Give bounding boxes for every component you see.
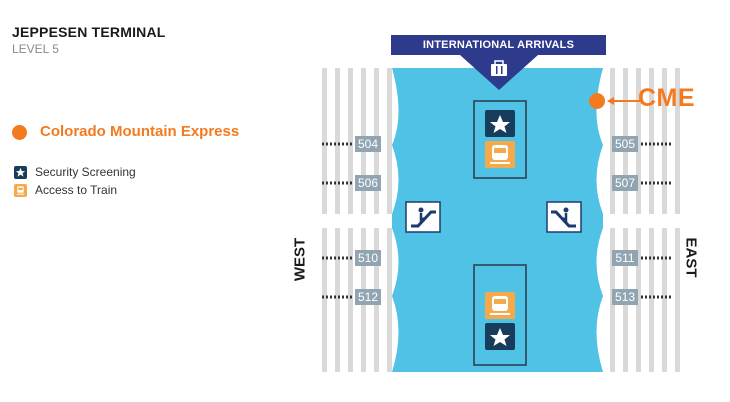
legend-access-to-train: Access to Train xyxy=(35,183,118,197)
gate-504[interactable]: 504 xyxy=(355,136,381,152)
east-label: EAST xyxy=(682,237,700,278)
gate-510[interactable]: 510 xyxy=(355,250,381,266)
gate-507[interactable]: 507 xyxy=(612,175,638,191)
west-concourse-stripes xyxy=(322,68,392,372)
luggage-icon xyxy=(491,60,507,76)
main-hall xyxy=(392,68,603,372)
lower-security-icon xyxy=(485,323,515,350)
cme-arrow xyxy=(607,97,640,105)
cme-label: CME xyxy=(638,84,696,112)
gate-506[interactable]: 506 xyxy=(355,175,381,191)
terminal-title: JEPPESEN TERMINAL xyxy=(12,24,166,40)
lower-security-area xyxy=(473,264,527,366)
east-escalator-icon xyxy=(546,201,582,233)
gate-512[interactable]: 512 xyxy=(355,289,381,305)
legend-security-screening: Security Screening xyxy=(35,165,136,179)
cme-legend-dot xyxy=(12,125,27,140)
legend-colorado-mountain-express: Colorado Mountain Express xyxy=(40,123,240,140)
train-legend-icon xyxy=(14,184,27,197)
cme-marker-dot xyxy=(589,93,605,109)
west-escalator-icon xyxy=(405,201,441,233)
gate-513[interactable]: 513 xyxy=(612,289,638,305)
east-concourse-stripes xyxy=(610,68,680,372)
lower-train-icon xyxy=(485,292,515,319)
gate-505[interactable]: 505 xyxy=(612,136,638,152)
jet-bridges xyxy=(322,142,672,299)
upper-security-icon xyxy=(485,110,515,137)
level-subtitle: LEVEL 5 xyxy=(12,42,59,56)
gate-511[interactable]: 511 xyxy=(612,250,638,266)
upper-train-icon xyxy=(485,141,515,168)
international-arrivals-banner: INTERNATIONAL ARRIVALS xyxy=(391,35,606,55)
west-label: WEST xyxy=(291,237,309,282)
upper-security-area xyxy=(473,100,527,179)
security-legend-icon xyxy=(14,166,27,179)
